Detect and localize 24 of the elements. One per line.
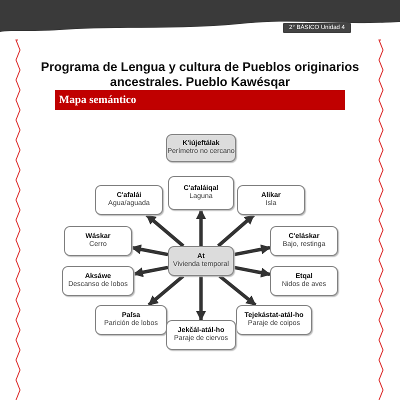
concept-box <box>270 266 338 296</box>
section-heading: Mapa semántico <box>55 90 345 110</box>
concept-box <box>62 266 134 296</box>
concept-box <box>168 246 234 276</box>
concept-box <box>166 134 236 162</box>
arrow <box>196 276 206 321</box>
concept-box <box>236 305 312 335</box>
arrow <box>146 214 184 248</box>
concept-box <box>95 305 167 335</box>
arrow <box>133 266 168 278</box>
concept-box <box>64 226 132 256</box>
title: Programa de Lengua y cultura de Pueblos originarios ancestrales. Pueblo Kawésqar <box>40 60 360 90</box>
arrow <box>217 214 255 248</box>
concept-box <box>237 185 305 215</box>
concept-box <box>95 185 163 215</box>
arrow <box>234 266 271 278</box>
arrow <box>234 244 271 256</box>
arrow <box>218 274 257 306</box>
concept-box <box>166 320 236 350</box>
arrow <box>148 274 184 306</box>
concept-box <box>168 176 234 210</box>
arrow <box>131 244 168 256</box>
arrow <box>196 209 206 246</box>
concept-box <box>270 226 338 256</box>
